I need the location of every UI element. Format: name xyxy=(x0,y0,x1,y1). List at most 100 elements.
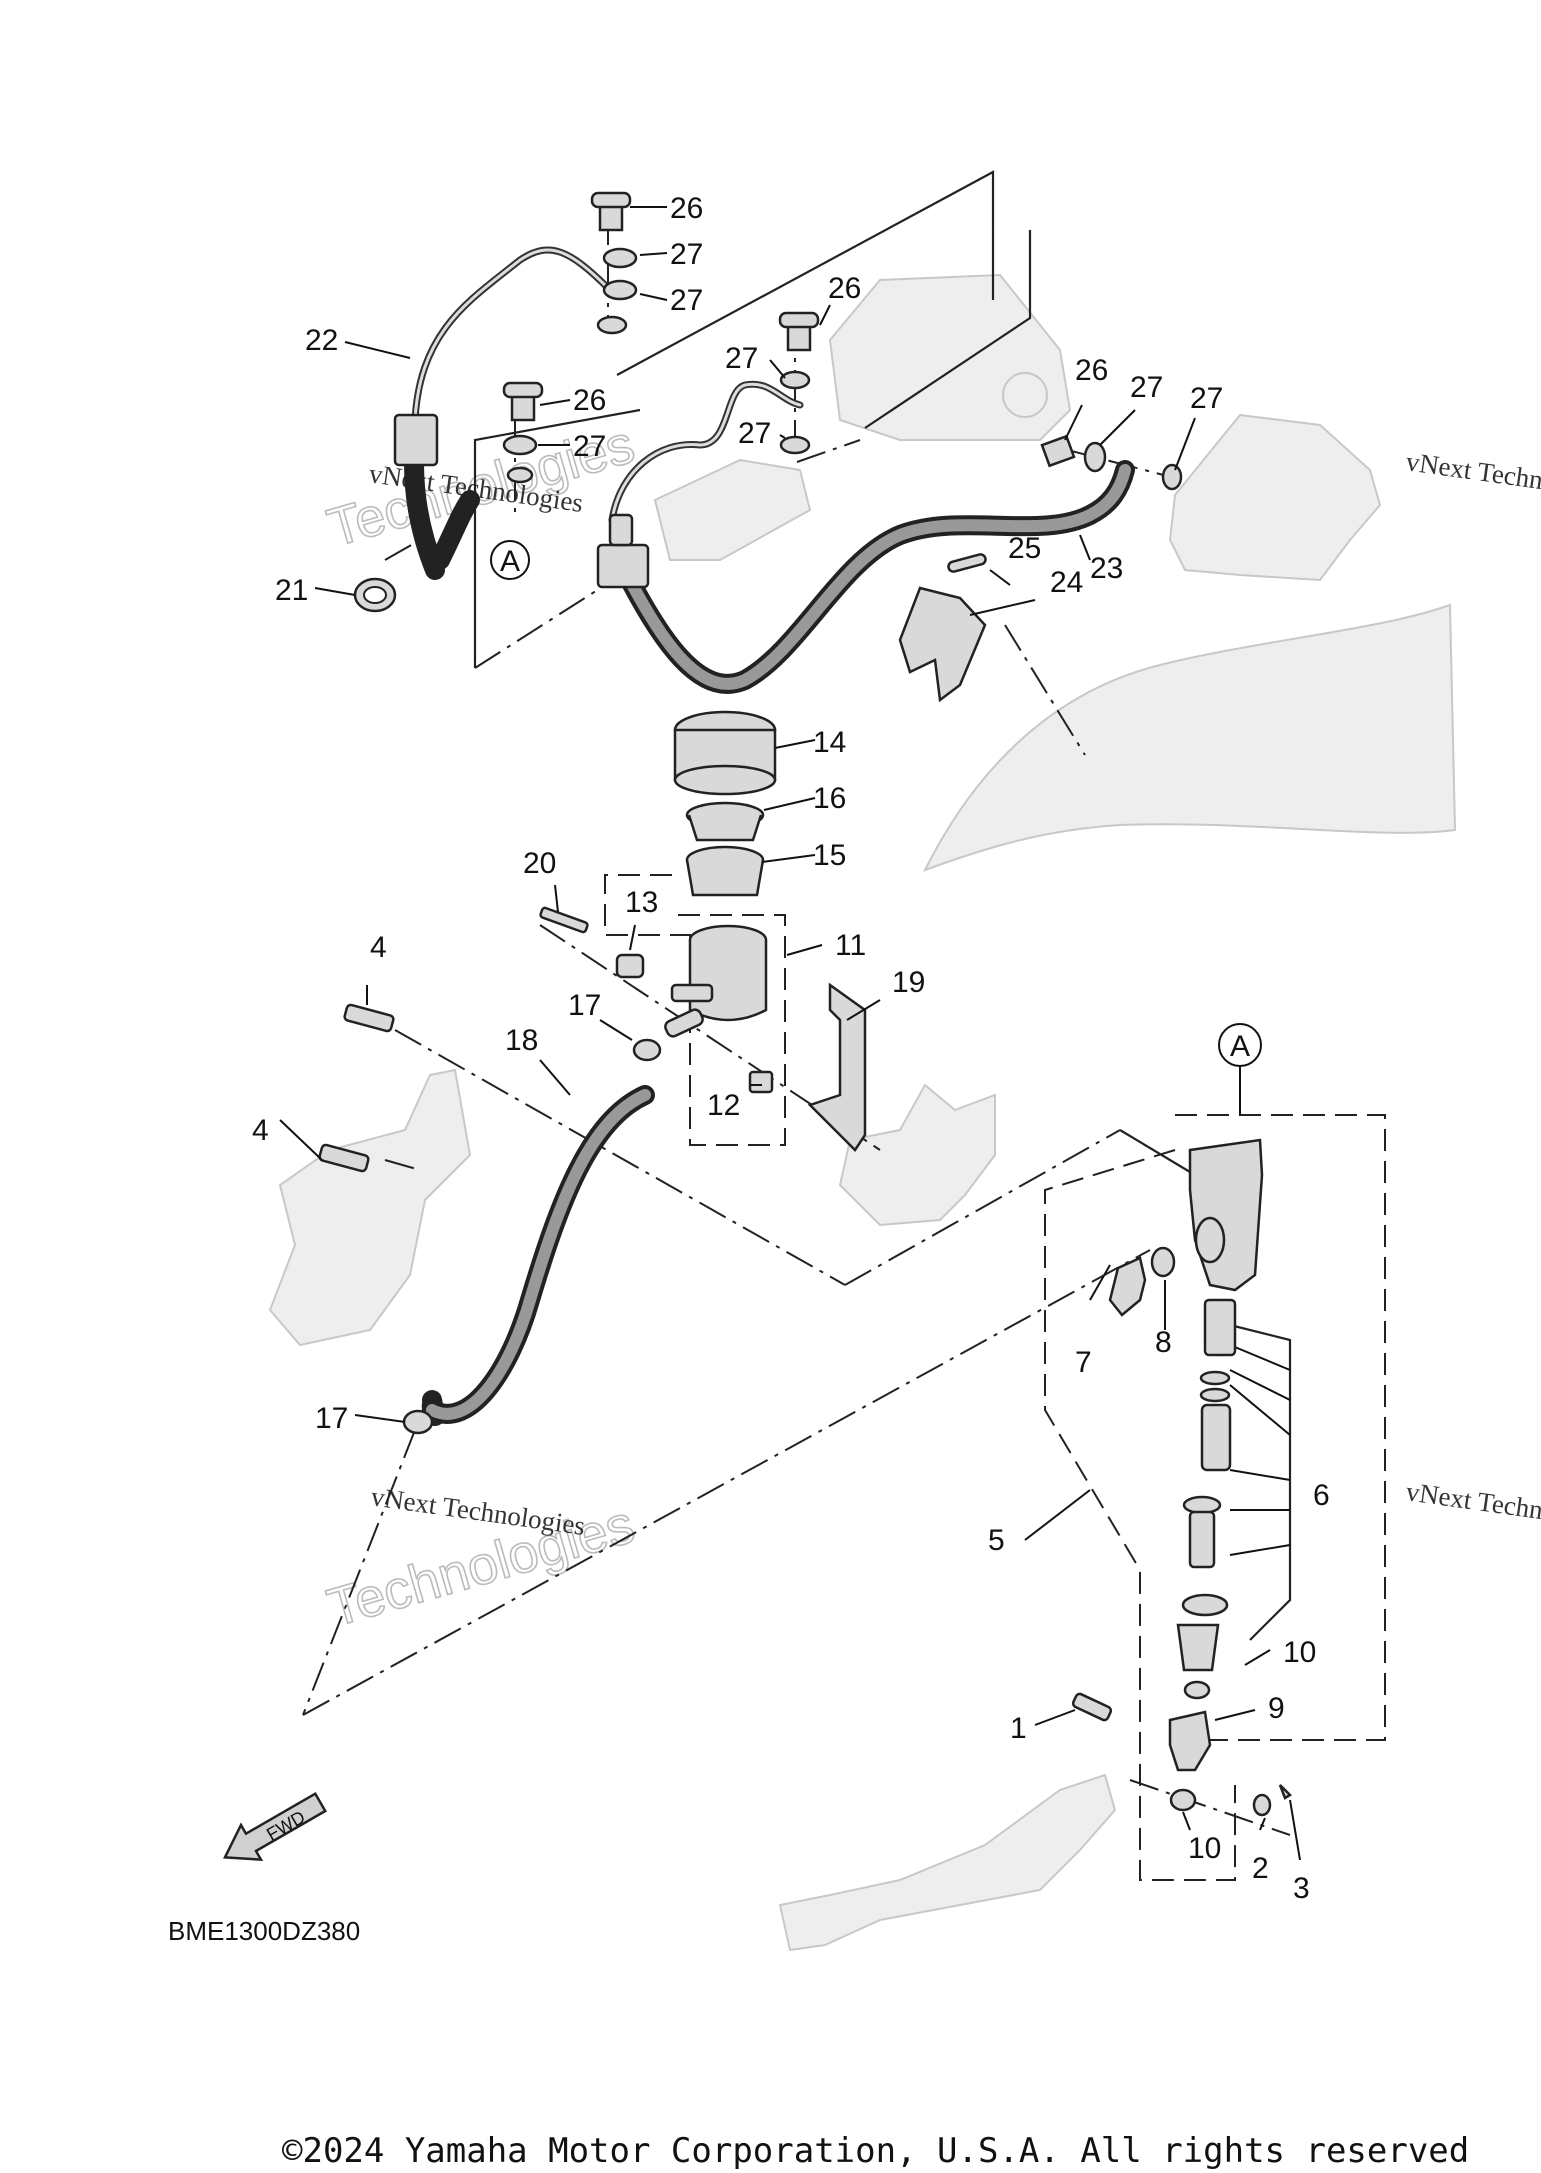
circlip-6 xyxy=(1181,1593,1229,1617)
pin-25 xyxy=(947,553,987,573)
callout-4: 4 xyxy=(252,1114,269,1147)
cotter-pin-3 xyxy=(1278,1784,1293,1800)
callout-12: 12 xyxy=(707,1089,740,1122)
abs-group-line-2 xyxy=(864,230,1032,429)
leader-lines xyxy=(279,206,1301,1861)
watermark-mid-right: vNext Technologies xyxy=(1404,1476,1541,1536)
nut-12 xyxy=(748,1070,774,1094)
hose-lower-line-a xyxy=(302,1429,416,1716)
union-bolt-26-c xyxy=(502,381,544,422)
pipe-fitting-22 xyxy=(393,413,439,467)
hose-holder-24 xyxy=(898,586,987,703)
master-cylinder-body xyxy=(1188,1138,1264,1292)
watermark-top-right: vNext Technologies xyxy=(1404,446,1541,506)
washer-27-h xyxy=(502,434,538,456)
mounting-line-a xyxy=(394,1029,846,1286)
axis-4 xyxy=(384,1159,421,1171)
axis-24-frame xyxy=(1004,624,1086,756)
abs-center-line xyxy=(474,581,611,669)
nut-10-lower xyxy=(1169,1788,1197,1812)
washer-27-e xyxy=(779,435,811,455)
callout-14: 14 xyxy=(813,726,846,759)
footrest-bracket-left-ghost xyxy=(268,1068,472,1347)
caliper-ghost xyxy=(1168,413,1382,582)
callout-26: 26 xyxy=(828,272,861,305)
callout-27: 27 xyxy=(725,342,758,375)
callout-17: 17 xyxy=(315,1402,348,1435)
callout-9: 9 xyxy=(1268,1692,1285,1725)
forward-arrow-icon: FWD xyxy=(223,1791,327,1862)
bolt-1 xyxy=(1071,1692,1113,1722)
reservoir-group-box xyxy=(604,874,786,1146)
callout-26: 26 xyxy=(573,384,606,417)
bolt-4-upper xyxy=(343,1003,395,1033)
callout-4: 4 xyxy=(370,931,387,964)
hose-clip-17-upper xyxy=(632,1038,662,1062)
callout-5: 5 xyxy=(988,1524,1005,1557)
callout-3: 3 xyxy=(1293,1872,1310,1905)
spring-6 xyxy=(1203,1298,1237,1357)
reference-marker-label: A xyxy=(500,545,520,578)
diagram-code: BME1300DZ380 xyxy=(168,1916,360,1946)
o-ring-8 xyxy=(1150,1246,1176,1278)
callout-19: 19 xyxy=(892,966,925,999)
callout-10: 10 xyxy=(1188,1832,1221,1865)
collar-13 xyxy=(615,953,645,979)
bolt-20 xyxy=(539,906,589,934)
axis-pedal xyxy=(1129,1779,1291,1836)
callout-15: 15 xyxy=(813,839,846,872)
callout-10: 10 xyxy=(1283,1636,1316,1669)
callout-21: 21 xyxy=(275,574,308,607)
watermark-mid-left: vNext Technologies xyxy=(369,1481,587,1541)
piston-6 xyxy=(1200,1403,1232,1472)
reservoir-guard-19 xyxy=(807,982,867,1152)
washer-2 xyxy=(1252,1793,1272,1817)
washer-27-d xyxy=(779,370,811,390)
callout-20: 20 xyxy=(523,847,556,880)
abs-port-ghost xyxy=(1002,372,1048,418)
callout-13: 13 xyxy=(625,886,658,919)
washer-27-b xyxy=(602,279,638,301)
brake-lines xyxy=(404,246,1135,1426)
kit-bracket xyxy=(1229,1323,1292,1641)
mounting-line-c xyxy=(1119,1129,1196,1176)
axis-26-right xyxy=(1059,447,1176,479)
cup-6-b xyxy=(1199,1387,1231,1403)
bracket-ghost-top xyxy=(653,458,812,561)
callout-26: 26 xyxy=(1075,354,1108,387)
brake-hose-22-lower-b xyxy=(430,490,480,570)
callout-26: 26 xyxy=(670,192,703,225)
boot-6 xyxy=(1176,1623,1220,1672)
callout-1: 1 xyxy=(1010,1712,1027,1745)
callout-27: 27 xyxy=(1130,371,1163,404)
brake-pedal-ghost xyxy=(778,1773,1117,1952)
hose-junction-top xyxy=(608,513,634,547)
ghost-components xyxy=(268,273,1457,1952)
master-cylinder-group-box xyxy=(1175,1114,1386,1741)
reservoir-bracket-11 xyxy=(670,983,714,1003)
reference-marker-label: A xyxy=(1230,1030,1250,1063)
callout-23: 23 xyxy=(1090,552,1123,585)
nut-10-upper xyxy=(1183,1680,1211,1700)
callout-8: 8 xyxy=(1155,1326,1172,1359)
callout-18: 18 xyxy=(505,1024,538,1057)
master-cylinder-port xyxy=(1194,1216,1226,1264)
callout-2: 2 xyxy=(1252,1852,1269,1885)
callout-27: 27 xyxy=(670,238,703,271)
callout-27: 27 xyxy=(670,284,703,317)
union-bolt-26-a xyxy=(590,191,632,232)
hose-lower-line-b xyxy=(302,1249,1151,1716)
callout-25: 25 xyxy=(1008,532,1041,565)
callout-7: 7 xyxy=(1075,1346,1092,1379)
hose-group-box xyxy=(473,408,641,668)
bolt-4-lower xyxy=(318,1143,370,1173)
callout-24: 24 xyxy=(1050,566,1083,599)
callout-22: 22 xyxy=(305,324,338,357)
mounting-line-b xyxy=(844,1129,1121,1286)
push-rod-6 xyxy=(1188,1510,1216,1569)
abs-center-line-2 xyxy=(796,439,861,463)
washer-27-a xyxy=(602,247,638,269)
frame-ghost xyxy=(922,603,1457,872)
washer-6 xyxy=(1182,1495,1222,1515)
